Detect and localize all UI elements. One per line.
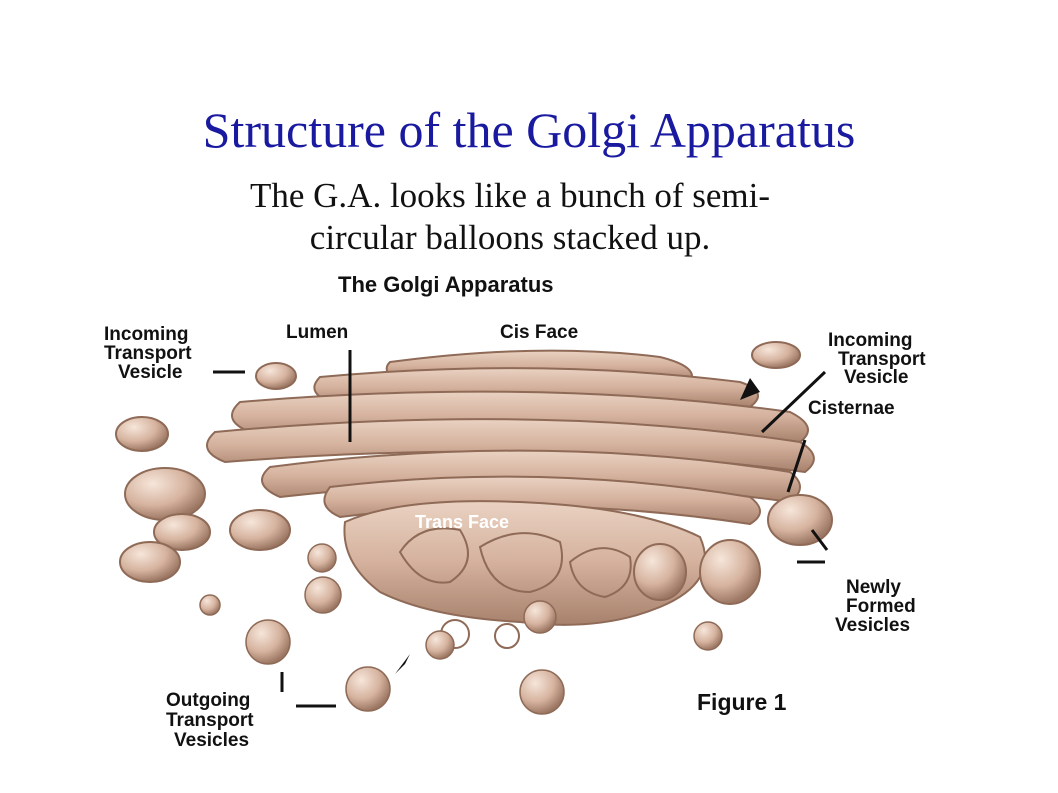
label-cis-face: Cis Face [500, 322, 578, 343]
slide-title: Structure of the Golgi Apparatus [202, 102, 856, 158]
figure-label: Figure 1 [697, 689, 787, 715]
label-newly-formed-3: Vesicles [835, 615, 910, 636]
subtitle-line-2: circular balloons stacked up. [309, 218, 711, 257]
label-incoming-right-1: Incoming [828, 330, 912, 351]
cisternae-stack [206, 349, 815, 626]
label-newly-formed-2: Formed [846, 596, 916, 617]
label-incoming-left-1: Incoming [104, 324, 188, 345]
label-cisternae: Cisternae [808, 398, 895, 419]
slide-subtitle: The G.A. looks like a bunch of semi- cir… [150, 175, 870, 259]
label-incoming-right-2: Transport [838, 349, 926, 370]
label-outgoing-2: Transport [166, 710, 254, 731]
subtitle-line-1: The G.A. looks like a bunch of semi- [249, 176, 771, 215]
cup-vesicles [115, 341, 833, 605]
golgi-illustration: The Golgi Apparatus [104, 272, 926, 751]
round-vesicles [199, 543, 723, 715]
label-lumen: Lumen [286, 322, 348, 343]
label-incoming-right-3: Vesicle [844, 367, 908, 388]
label-outgoing-3: Vesicles [174, 730, 249, 751]
label-trans-face: Trans Face [415, 512, 509, 532]
diagram-labels: Incoming Transport Vesicle Lumen Cis Fac… [104, 322, 926, 751]
label-incoming-left-2: Transport [104, 343, 192, 364]
arrow-heads [395, 378, 760, 674]
diagram-heading: The Golgi Apparatus [338, 272, 554, 297]
label-incoming-left-3: Vesicle [118, 362, 182, 383]
label-newly-formed-1: Newly [846, 577, 901, 598]
label-outgoing-1: Outgoing [166, 690, 250, 711]
golgi-diagram: The Golgi Apparatus [100, 262, 980, 762]
leader-lines [213, 350, 829, 708]
